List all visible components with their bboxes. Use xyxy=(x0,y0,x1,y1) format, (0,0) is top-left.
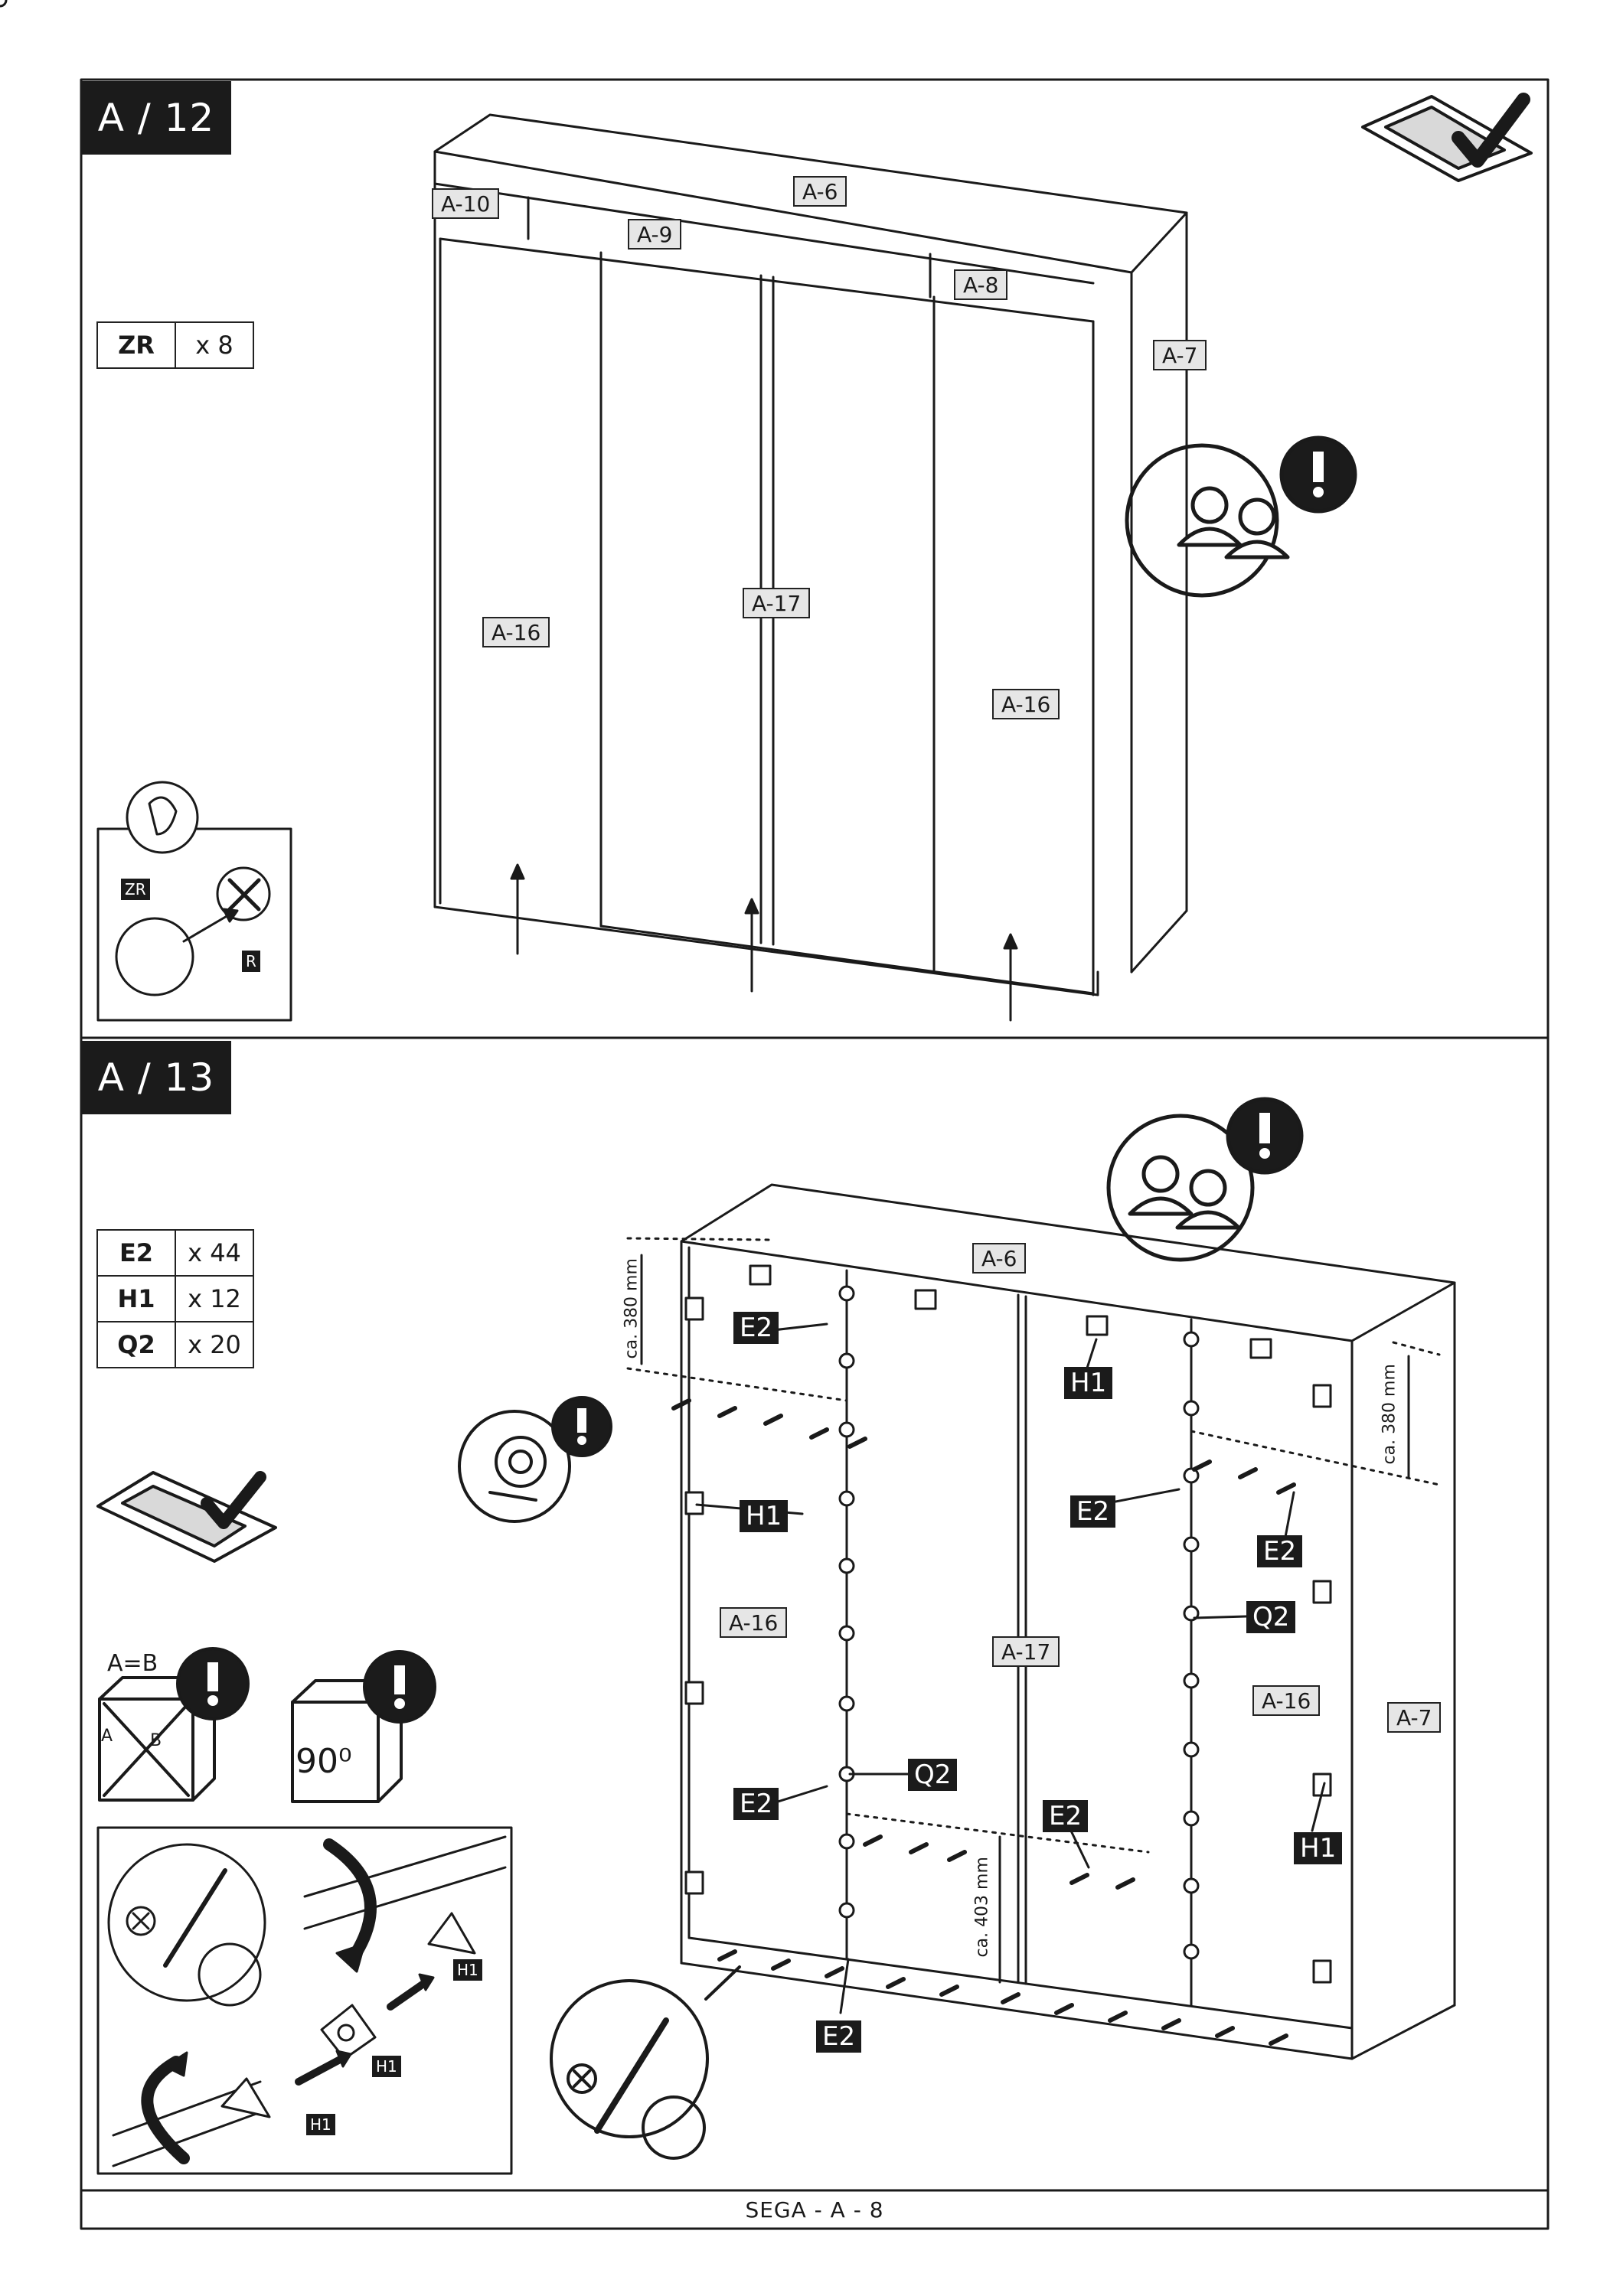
part-label-a16-right: A-16 xyxy=(1252,1685,1321,1716)
part-label-a6: A-6 xyxy=(793,176,847,207)
part-label-a17: A-17 xyxy=(743,588,811,618)
hardware-code: Q2 xyxy=(96,1321,176,1368)
callout-h1: H1 xyxy=(1064,1367,1113,1399)
screwdriver-icon xyxy=(550,1965,741,2160)
hinge-screws xyxy=(671,1264,1332,2046)
hardware-table-a13: E2 x 44 H1 x 12 Q2 x 20 xyxy=(96,1229,254,1368)
part-label-a16-right: A-16 xyxy=(992,689,1060,719)
part-label-a16-left: A-16 xyxy=(720,1607,788,1638)
right-angle-label: 90⁰ xyxy=(296,1742,352,1781)
dimension-top-left: ca. 380 mm xyxy=(622,1258,642,1359)
inset-label-h1: H1 xyxy=(453,1959,482,1981)
part-label-a7: A-7 xyxy=(1153,340,1207,370)
hardware-code: H1 xyxy=(96,1275,176,1322)
inset-label-h1: H1 xyxy=(306,2114,335,2135)
right-angle-check-icon xyxy=(291,1650,436,1803)
square-check-a: A xyxy=(101,1727,113,1746)
callout-h1: H1 xyxy=(740,1500,789,1532)
page-footer: SEGA - A - 8 xyxy=(745,2197,884,2223)
callout-e2: E2 xyxy=(1070,1495,1116,1528)
callout-h1: H1 xyxy=(1294,1832,1343,1864)
table-row: E2 x 44 xyxy=(96,1229,254,1277)
square-check-b: B xyxy=(150,1731,162,1750)
part-label-a7: A-7 xyxy=(1387,1702,1442,1733)
square-check-label: A=B xyxy=(107,1650,158,1677)
wardrobe-closed-front xyxy=(433,113,1188,1022)
part-label-a9: A-9 xyxy=(628,219,682,249)
callout-e2: E2 xyxy=(733,1312,779,1344)
part-label-a16-left: A-16 xyxy=(482,617,550,647)
hardware-code: E2 xyxy=(96,1229,176,1277)
callout-q2: Q2 xyxy=(908,1759,958,1791)
callout-e2: E2 xyxy=(816,2020,862,2053)
hardware-table-a12: ZR x 8 xyxy=(96,321,254,369)
hardware-code: ZR xyxy=(96,321,176,369)
callout-e2: E2 xyxy=(1043,1800,1089,1832)
screw-set xyxy=(0,0,8,8)
two-person-warning-icon xyxy=(1106,1097,1304,1262)
step-a12-header: A / 12 xyxy=(81,81,231,155)
part-label-a6: A-6 xyxy=(972,1243,1027,1274)
table-row: H1 x 12 xyxy=(96,1275,254,1322)
hardware-qty: x 44 xyxy=(175,1229,254,1277)
part-label-a8: A-8 xyxy=(954,269,1008,300)
hardware-qty: x 8 xyxy=(175,321,254,369)
hinge-detail-inset xyxy=(96,1826,513,2175)
square-check-icon xyxy=(98,1647,250,1802)
table-row: ZR x 8 xyxy=(96,321,254,369)
inset-label-h1: H1 xyxy=(372,2056,401,2077)
part-label-a17: A-17 xyxy=(992,1636,1060,1667)
hardware-qty: x 12 xyxy=(175,1275,254,1322)
callout-leaders xyxy=(695,1322,1326,2014)
inset-label-r: R xyxy=(242,951,260,972)
hardware-qty: x 20 xyxy=(175,1321,254,1368)
two-person-warning-icon xyxy=(1125,435,1357,598)
dimension-top-right: ca. 380 mm xyxy=(1380,1364,1399,1465)
carpet-check-icon xyxy=(96,1471,277,1563)
inset-label-zr: ZR xyxy=(121,879,150,900)
carpet-check-icon xyxy=(1361,93,1533,182)
callout-q2: Q2 xyxy=(1246,1601,1296,1633)
step-a13-header: A / 13 xyxy=(81,1041,231,1114)
callout-e2: E2 xyxy=(733,1788,779,1820)
page-frame xyxy=(80,78,1550,2230)
part-label-a10: A-10 xyxy=(432,188,500,219)
table-row: Q2 x 20 xyxy=(96,1321,254,1368)
tape-measure-warning-icon xyxy=(458,1396,612,1523)
dimension-bottom: ca. 403 mm xyxy=(972,1857,992,1958)
callout-e2: E2 xyxy=(1257,1535,1303,1567)
handle-icon xyxy=(96,781,292,1022)
